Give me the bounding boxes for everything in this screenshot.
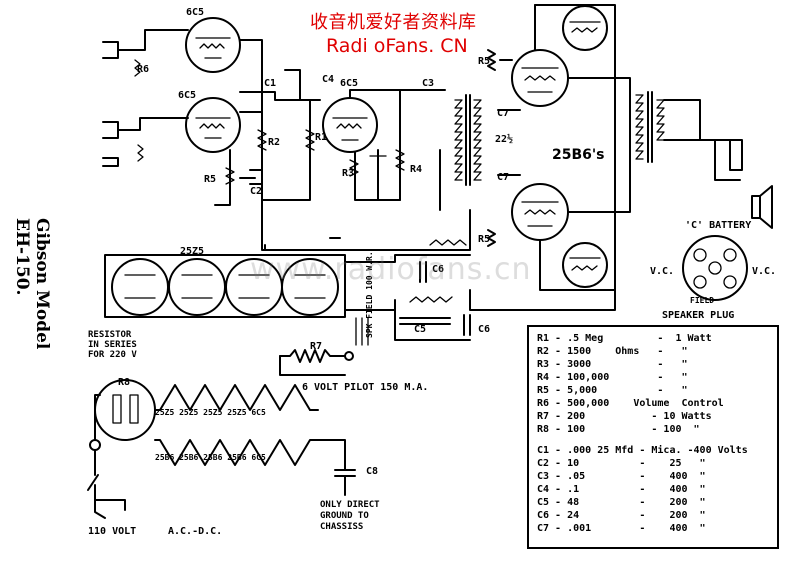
parts-table-row: C3 - .05 - 400 " bbox=[537, 471, 706, 482]
parts-table: R1 - .5 Meg - 1 Watt R2 - 1500 Ohms - " R3… bbox=[527, 325, 779, 549]
parts-table-row: R1 - .5 Meg - 1 Watt bbox=[537, 333, 712, 344]
output-wiring bbox=[469, 4, 631, 311]
label-c7b: C7 bbox=[497, 172, 509, 183]
label-supply: 110 VOLT bbox=[88, 526, 136, 537]
label-vc-right: V.C. bbox=[752, 266, 776, 277]
parts-table-row: C1 - .000 25 Mfd - Mica. -400 Volts bbox=[537, 445, 748, 456]
watermark-background: www.radiofans.cn bbox=[250, 252, 532, 287]
label-c2: C2 bbox=[250, 186, 262, 197]
parts-table-row: C4 - .1 - 400 " bbox=[537, 484, 706, 495]
tube-25b6-top-right bbox=[562, 5, 608, 51]
label-c4: C4 bbox=[322, 74, 334, 85]
label-field-coil: SPK FIELD 100 W.R. bbox=[365, 251, 374, 338]
interstage-transformer bbox=[454, 94, 482, 186]
parts-table-row: R3 - 3000 - " bbox=[537, 359, 688, 370]
label-c7a: C7 bbox=[497, 108, 509, 119]
label-vc-left: V.C. bbox=[650, 266, 674, 277]
label-r5a: R5 bbox=[204, 174, 216, 185]
parts-table-row: R2 - 1500 Ohms - " bbox=[537, 346, 688, 357]
label-25z5: 25Z5 bbox=[180, 246, 204, 257]
parts-table-row: R7 - 200 - 10 Watts bbox=[537, 411, 712, 422]
pilot-circuit bbox=[279, 349, 354, 376]
label-6c5-top: 6C5 bbox=[186, 7, 204, 18]
rectifier-row bbox=[104, 254, 471, 318]
input-jacks bbox=[102, 29, 189, 167]
label-bias-voltage: 22½ bbox=[495, 133, 513, 145]
watermark-english: Radi oFans. CN bbox=[326, 35, 468, 57]
output-transformer bbox=[635, 91, 743, 181]
parts-table-row: C6 - 24 - 200 " bbox=[537, 510, 706, 521]
label-pilot: 6 VOLT PILOT 150 M.A. bbox=[302, 382, 428, 393]
label-r5b: R5 bbox=[478, 56, 490, 67]
heater-strings bbox=[154, 384, 356, 496]
watermark-chinese: 收音机爱好者资料库 bbox=[310, 12, 477, 33]
tube-25b6-upper bbox=[511, 49, 569, 107]
label-acdc: A.C.-D.C. bbox=[168, 526, 222, 537]
label-c-battery: 'C' BATTERY bbox=[685, 220, 751, 231]
label-6c5-driver: 6C5 bbox=[340, 78, 358, 89]
label-c6a: C6 bbox=[432, 264, 444, 275]
label-speaker-plug: SPEAKER PLUG bbox=[662, 310, 734, 321]
parts-table-row: C5 - 48 - 200 " bbox=[537, 497, 706, 508]
label-r6: R6 bbox=[137, 64, 149, 75]
label-c8: C8 bbox=[366, 466, 378, 477]
note-only-direct-ground: ONLY DIRECT GROUND TO CHASSISS bbox=[320, 500, 380, 532]
parts-table-row: R6 - 500,000 Volume Control bbox=[537, 398, 724, 409]
parts-table-row: C7 - .001 - 400 " bbox=[537, 523, 706, 534]
label-field: FIELD bbox=[690, 296, 714, 305]
parts-table-row: R8 - 100 - 100 " bbox=[537, 424, 700, 435]
label-25b6: 25B6's bbox=[552, 147, 605, 163]
parts-table-row: R5 - 5,000 - " bbox=[537, 385, 688, 396]
label-r8: R8 bbox=[118, 377, 130, 388]
label-r3: R3 bbox=[342, 168, 354, 179]
resistor-plug-r8 bbox=[87, 379, 161, 519]
speaker-symbol bbox=[751, 185, 773, 229]
label-c6b: C6 bbox=[478, 324, 490, 335]
label-6c5-second: 6C5 bbox=[178, 90, 196, 101]
tube-25b6-lower bbox=[511, 183, 569, 241]
label-c5: C5 bbox=[414, 324, 426, 335]
filter-section bbox=[355, 239, 471, 346]
tube-6c5-driver bbox=[322, 97, 378, 153]
label-c1: C1 bbox=[264, 78, 276, 89]
parts-table-row: R4 - 100,000 - " bbox=[537, 372, 688, 383]
speaker-plug-socket bbox=[682, 235, 748, 301]
label-c3: C3 bbox=[422, 78, 434, 89]
parts-table-row: C2 - 10 - 25 " bbox=[537, 458, 706, 469]
label-heater-row1: 25Z5 25Z5 25Z5 25Z5 6C5 bbox=[155, 408, 266, 417]
note-resistor-series: RESISTOR IN SERIES FOR 220 V bbox=[88, 330, 137, 360]
model-title: Gibson Model EH-150. bbox=[12, 218, 52, 350]
tube-6c5-second bbox=[185, 97, 241, 153]
label-r5c: R5 bbox=[478, 234, 490, 245]
tube-25b6-bottom-right bbox=[562, 242, 608, 288]
label-r2: R2 bbox=[268, 137, 280, 148]
label-r4: R4 bbox=[410, 164, 422, 175]
label-r1: R1 bbox=[315, 132, 327, 143]
wiring bbox=[214, 39, 471, 251]
label-r7: R7 bbox=[310, 341, 322, 352]
label-heater-row2: 25B6 25B6 25B6 25B6 6C5 bbox=[155, 453, 266, 462]
tube-6c5-top bbox=[185, 17, 241, 73]
